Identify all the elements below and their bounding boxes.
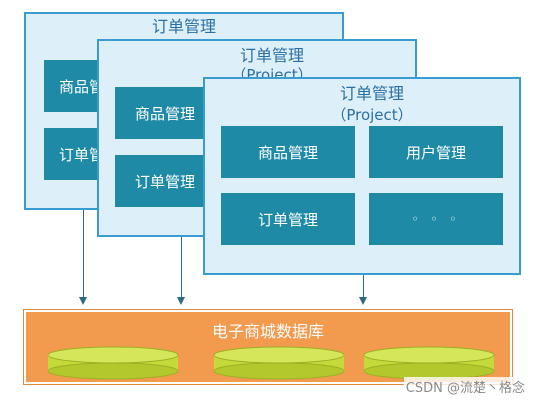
project-panel-1-title: 订单管理 bbox=[151, 17, 216, 36]
project-panel-3-title: 订单管理 bbox=[339, 84, 404, 103]
arrow-1-line bbox=[83, 210, 84, 298]
module-product-2: 商品管理 bbox=[115, 87, 215, 139]
module-user-3: 用户管理 bbox=[369, 126, 503, 178]
arrow-2-head bbox=[177, 297, 185, 305]
database-title: 电子商城数据库 bbox=[211, 322, 324, 341]
module-product-3: 商品管理 bbox=[221, 126, 355, 178]
arrow-3-head bbox=[359, 297, 367, 305]
arrow-2-line bbox=[181, 237, 182, 298]
module-order-2: 订单管理 bbox=[115, 155, 215, 207]
database-disk-2 bbox=[213, 346, 345, 380]
arrow-1-head bbox=[79, 297, 87, 305]
watermark: CSDN @流楚丶格念 bbox=[403, 377, 527, 396]
database-disk-1 bbox=[47, 346, 179, 380]
project-panel-3-subtitle: （Project） bbox=[331, 106, 413, 124]
project-panel-3: 订单管理 （Project） 商品管理 用户管理 订单管理 ◦ ◦ ◦ bbox=[203, 77, 521, 275]
database-disk-3 bbox=[363, 346, 495, 380]
database-bar: 电子商城数据库 bbox=[23, 309, 513, 385]
module-order-3: 订单管理 bbox=[221, 193, 355, 245]
module-more-3: ◦ ◦ ◦ bbox=[369, 193, 503, 245]
project-panel-2-title: 订单管理 bbox=[239, 46, 304, 65]
arrow-3-line bbox=[363, 275, 364, 298]
